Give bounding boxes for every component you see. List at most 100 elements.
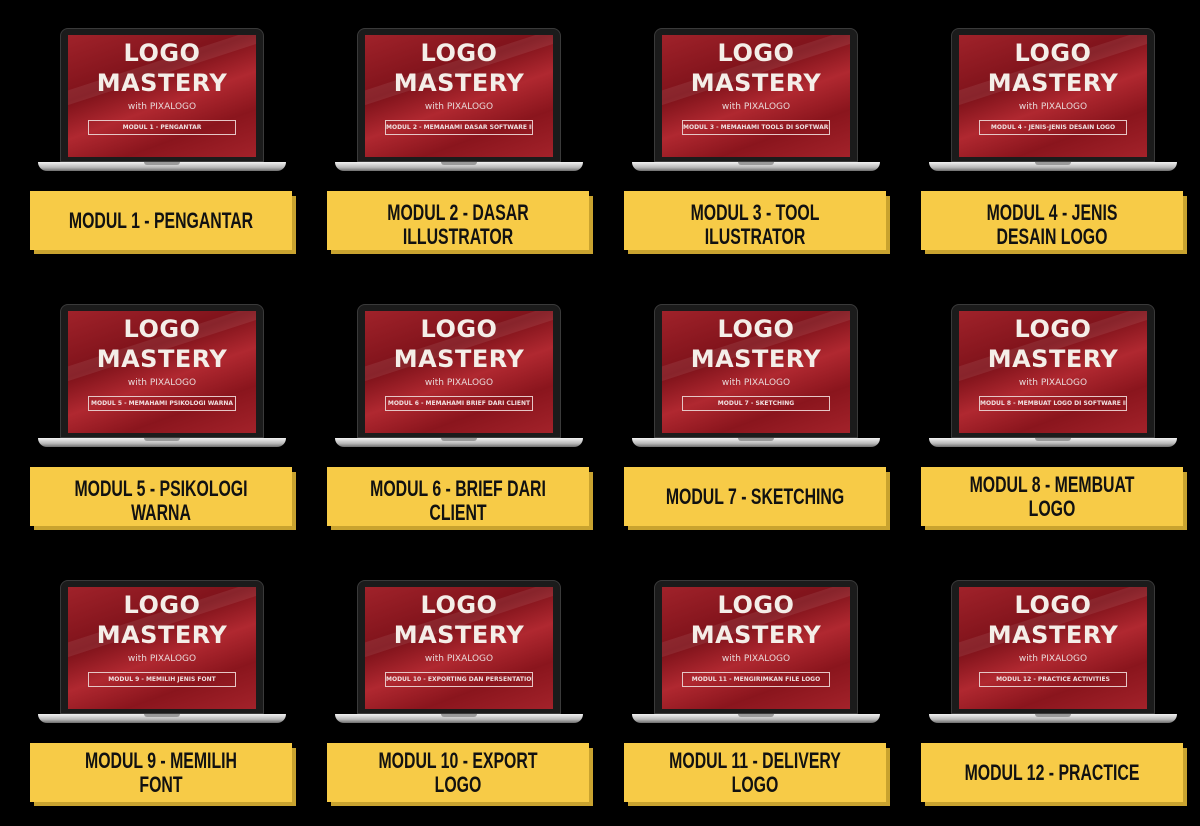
module-card[interactable]: LOGO MASTERY with PIXALOGO MODUL 12 - PR… bbox=[921, 580, 1191, 810]
laptop-base bbox=[632, 438, 880, 447]
laptop-lid: LOGO MASTERY with PIXALOGO MODUL 11 - ME… bbox=[654, 580, 858, 714]
screen-module-caption: MODUL 3 - MEMAHAMI TOOLS DI SOFTWARE ILL… bbox=[682, 120, 830, 135]
module-label-text: MODUL 9 - MEMILIH FONT bbox=[85, 747, 237, 797]
screen-byline: with PIXALOGO bbox=[721, 378, 791, 388]
screen-module-caption: MODUL 5 - MEMAHAMI PSIKOLOGI WARNA bbox=[88, 396, 236, 411]
module-card[interactable]: LOGO MASTERY with PIXALOGO MODUL 8 - MEM… bbox=[921, 304, 1191, 534]
laptop-screen-thumbnail: LOGO MASTERY with PIXALOGO MODUL 1 - PEN… bbox=[68, 35, 256, 157]
screen-title-mastery: MASTERY bbox=[987, 69, 1119, 97]
laptop-base bbox=[929, 714, 1177, 723]
screen-title-logo: LOGO bbox=[420, 591, 498, 619]
module-label-text: MODUL 10 - EXPORT LOGO bbox=[378, 747, 538, 797]
module-card[interactable]: LOGO MASTERY with PIXALOGO MODUL 1 - PEN… bbox=[30, 28, 300, 258]
module-label[interactable]: MODUL 3 - TOOL ILUSTRATOR bbox=[624, 191, 886, 250]
module-label-text: MODUL 3 - TOOL ILUSTRATOR bbox=[690, 199, 820, 249]
screen-title-logo: LOGO bbox=[420, 39, 498, 67]
screen-module-caption: MODUL 4 - JENIS-JENIS DESAIN LOGO bbox=[979, 120, 1127, 135]
module-label-text: MODUL 1 - PENGANTAR bbox=[68, 207, 254, 233]
screen-title-logo: LOGO bbox=[420, 315, 498, 343]
screen-module-caption: MODUL 1 - PENGANTAR bbox=[88, 120, 236, 135]
screen-title-logo: LOGO bbox=[1014, 591, 1092, 619]
module-label[interactable]: MODUL 10 - EXPORT LOGO bbox=[327, 743, 589, 802]
module-label[interactable]: MODUL 1 - PENGANTAR bbox=[30, 191, 292, 250]
laptop-lid: LOGO MASTERY with PIXALOGO MODUL 3 - MEM… bbox=[654, 28, 858, 162]
module-label-text: MODUL 8 - MEMBUAT LOGO bbox=[969, 471, 1135, 521]
laptop-base bbox=[335, 162, 583, 171]
module-label-text: MODUL 5 - PSIKOLOGI WARNA bbox=[74, 475, 248, 525]
module-label[interactable]: MODUL 9 - MEMILIH FONT bbox=[30, 743, 292, 802]
module-label[interactable]: MODUL 5 - PSIKOLOGI WARNA bbox=[30, 467, 292, 526]
laptop-base bbox=[632, 162, 880, 171]
screen-module-caption: MODUL 2 - MEMAHAMI DASAR SOFTWARE ILLUST… bbox=[385, 120, 533, 135]
screen-byline: with PIXALOGO bbox=[127, 654, 197, 664]
laptop-lid: LOGO MASTERY with PIXALOGO MODUL 2 - MEM… bbox=[357, 28, 561, 162]
module-label[interactable]: MODUL 4 - JENIS DESAIN LOGO bbox=[921, 191, 1183, 250]
screen-byline: with PIXALOGO bbox=[1018, 378, 1088, 388]
module-label[interactable]: MODUL 11 - DELIVERY LOGO bbox=[624, 743, 886, 802]
module-card[interactable]: LOGO MASTERY with PIXALOGO MODUL 2 - MEM… bbox=[327, 28, 597, 258]
module-card[interactable]: LOGO MASTERY with PIXALOGO MODUL 6 - MEM… bbox=[327, 304, 597, 534]
screen-byline: with PIXALOGO bbox=[1018, 102, 1088, 112]
screen-byline: with PIXALOGO bbox=[721, 654, 791, 664]
laptop-base bbox=[335, 714, 583, 723]
laptop-lid: LOGO MASTERY with PIXALOGO MODUL 6 - MEM… bbox=[357, 304, 561, 438]
screen-byline: with PIXALOGO bbox=[424, 378, 494, 388]
module-card[interactable]: LOGO MASTERY with PIXALOGO MODUL 3 - MEM… bbox=[624, 28, 894, 258]
screen-byline: with PIXALOGO bbox=[1018, 654, 1088, 664]
screen-title-mastery: MASTERY bbox=[690, 621, 822, 649]
laptop-screen-thumbnail: LOGO MASTERY with PIXALOGO MODUL 8 - MEM… bbox=[959, 311, 1147, 433]
laptop-base bbox=[929, 438, 1177, 447]
module-label[interactable]: MODUL 7 - SKETCHING bbox=[624, 467, 886, 526]
laptop-screen-thumbnail: LOGO MASTERY with PIXALOGO MODUL 2 - MEM… bbox=[365, 35, 553, 157]
module-card[interactable]: LOGO MASTERY with PIXALOGO MODUL 5 - MEM… bbox=[30, 304, 300, 534]
laptop-lid: LOGO MASTERY with PIXALOGO MODUL 12 - PR… bbox=[951, 580, 1155, 714]
module-card[interactable]: LOGO MASTERY with PIXALOGO MODUL 7 - SKE… bbox=[624, 304, 894, 534]
laptop-base bbox=[929, 162, 1177, 171]
module-label-text: MODUL 4 - JENIS DESAIN LOGO bbox=[986, 199, 1118, 249]
laptop-screen-thumbnail: LOGO MASTERY with PIXALOGO MODUL 5 - MEM… bbox=[68, 311, 256, 433]
screen-title-mastery: MASTERY bbox=[96, 69, 228, 97]
module-label[interactable]: MODUL 6 - BRIEF DARI CLIENT bbox=[327, 467, 589, 526]
laptop-base bbox=[38, 162, 286, 171]
screen-module-caption: MODUL 8 - MEMBUAT LOGO DI SOFTWARE ILLUS… bbox=[979, 396, 1127, 411]
module-label[interactable]: MODUL 2 - DASAR ILLUSTRATOR bbox=[327, 191, 589, 250]
laptop-screen-thumbnail: LOGO MASTERY with PIXALOGO MODUL 10 - EX… bbox=[365, 587, 553, 709]
laptop-base bbox=[632, 714, 880, 723]
screen-module-caption: MODUL 7 - SKETCHING bbox=[682, 396, 830, 411]
screen-title-logo: LOGO bbox=[717, 591, 795, 619]
module-label-text: MODUL 12 - PRACTICE bbox=[964, 759, 1140, 785]
screen-title-mastery: MASTERY bbox=[393, 345, 525, 373]
module-card[interactable]: LOGO MASTERY with PIXALOGO MODUL 9 - MEM… bbox=[30, 580, 300, 810]
module-label[interactable]: MODUL 12 - PRACTICE bbox=[921, 743, 1183, 802]
screen-byline: with PIXALOGO bbox=[127, 378, 197, 388]
screen-title-logo: LOGO bbox=[1014, 315, 1092, 343]
screen-byline: with PIXALOGO bbox=[424, 102, 494, 112]
screen-byline: with PIXALOGO bbox=[424, 654, 494, 664]
laptop-screen-thumbnail: LOGO MASTERY with PIXALOGO MODUL 3 - MEM… bbox=[662, 35, 850, 157]
laptop-screen-thumbnail: LOGO MASTERY with PIXALOGO MODUL 7 - SKE… bbox=[662, 311, 850, 433]
screen-module-caption: MODUL 10 - EXPORTING DAN PERSENTATION VI… bbox=[385, 672, 533, 687]
screen-title-mastery: MASTERY bbox=[393, 69, 525, 97]
screen-title-logo: LOGO bbox=[123, 39, 201, 67]
screen-title-mastery: MASTERY bbox=[96, 345, 228, 373]
laptop-screen-thumbnail: LOGO MASTERY with PIXALOGO MODUL 9 - MEM… bbox=[68, 587, 256, 709]
screen-module-caption: MODUL 11 - MENGIRIMKAN FILE LOGO bbox=[682, 672, 830, 687]
laptop-lid: LOGO MASTERY with PIXALOGO MODUL 7 - SKE… bbox=[654, 304, 858, 438]
screen-title-mastery: MASTERY bbox=[987, 621, 1119, 649]
module-label[interactable]: MODUL 8 - MEMBUAT LOGO bbox=[921, 467, 1183, 526]
module-label-text: MODUL 6 - BRIEF DARI CLIENT bbox=[370, 475, 546, 525]
screen-title-mastery: MASTERY bbox=[690, 69, 822, 97]
screen-byline: with PIXALOGO bbox=[721, 102, 791, 112]
screen-title-mastery: MASTERY bbox=[393, 621, 525, 649]
laptop-lid: LOGO MASTERY with PIXALOGO MODUL 10 - EX… bbox=[357, 580, 561, 714]
screen-title-logo: LOGO bbox=[1014, 39, 1092, 67]
laptop-base bbox=[38, 714, 286, 723]
screen-title-logo: LOGO bbox=[123, 315, 201, 343]
module-card[interactable]: LOGO MASTERY with PIXALOGO MODUL 10 - EX… bbox=[327, 580, 597, 810]
laptop-base bbox=[38, 438, 286, 447]
module-card[interactable]: LOGO MASTERY with PIXALOGO MODUL 4 - JEN… bbox=[921, 28, 1191, 258]
laptop-lid: LOGO MASTERY with PIXALOGO MODUL 1 - PEN… bbox=[60, 28, 264, 162]
module-label-text: MODUL 7 - SKETCHING bbox=[665, 483, 845, 509]
module-card[interactable]: LOGO MASTERY with PIXALOGO MODUL 11 - ME… bbox=[624, 580, 894, 810]
laptop-screen-thumbnail: LOGO MASTERY with PIXALOGO MODUL 4 - JEN… bbox=[959, 35, 1147, 157]
